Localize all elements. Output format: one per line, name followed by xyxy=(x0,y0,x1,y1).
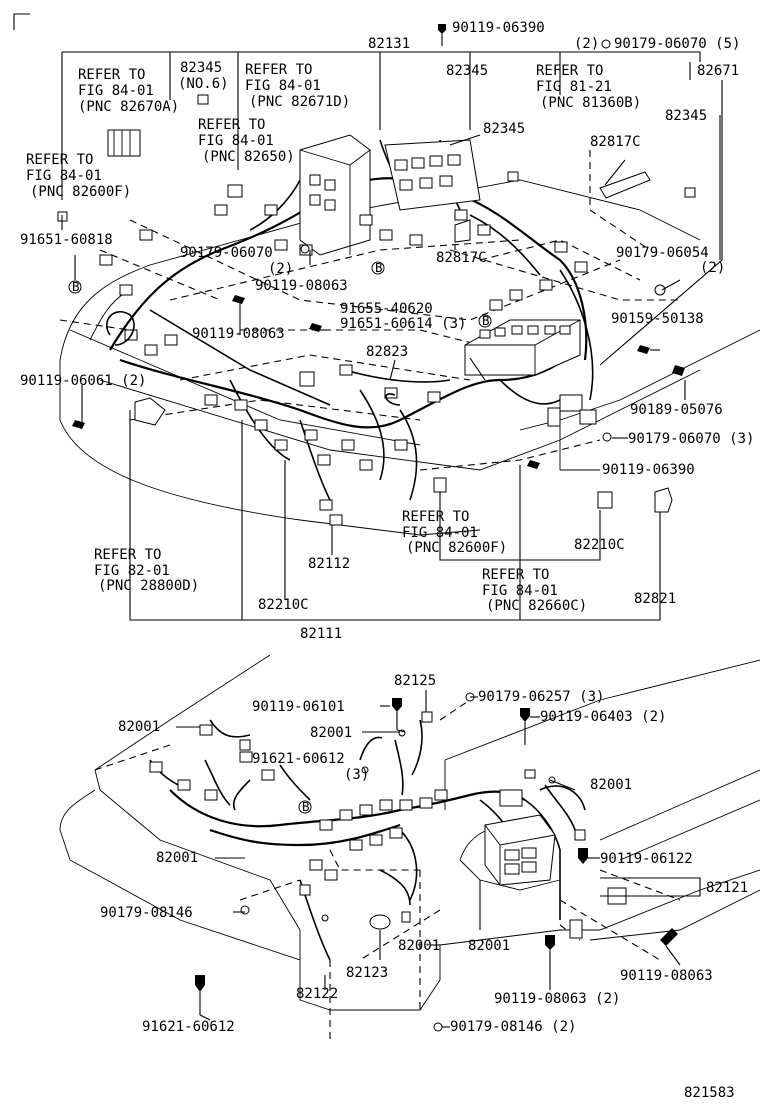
bottom-diagram: B xyxy=(59,654,760,1040)
svg-text:B: B xyxy=(375,260,383,275)
label-82001-e: 82001 xyxy=(398,938,440,954)
refer-81-21-line2: FIG 81-21 xyxy=(536,79,612,95)
label-82210c-a: 82210C xyxy=(574,537,625,553)
label-82817c-b: 82817C xyxy=(436,250,487,266)
label-90179-06257: 90179-06257 (3) xyxy=(478,689,604,705)
top-bracket-line xyxy=(62,51,701,62)
label-82823: 82823 xyxy=(366,344,408,360)
label-qty: (2) xyxy=(574,36,599,52)
refer-650-line2: FIG 84-01 xyxy=(198,133,274,149)
label-90159-50138: 90159-50138 xyxy=(611,311,704,327)
label-91621-60612-b: 91621-60612 xyxy=(142,1019,235,1035)
label-90179-06070-3: 90179-06070 (3) xyxy=(628,431,754,447)
label-82345-a: 82345 xyxy=(180,60,222,76)
refer-600f-line2: FIG 84-01 xyxy=(26,168,102,184)
refer-81-21-line1: REFER TO xyxy=(536,63,603,79)
label-82001-a: 82001 xyxy=(118,719,160,735)
label-82001-c: 82001 xyxy=(590,777,632,793)
refer-600f-line3: (PNC 82600F) xyxy=(30,184,131,200)
top-diagram-labels: 82131 90119-06390 (2) 90179-06070 (5) 82… xyxy=(20,20,754,642)
svg-text:B: B xyxy=(482,313,490,328)
refer-600f-b-line2: FIG 84-01 xyxy=(402,525,478,541)
label-91651-60614: 91651-60614 (3) xyxy=(340,316,466,332)
label-82001-d: 82001 xyxy=(156,850,198,866)
figure-number: 821583 xyxy=(684,1085,735,1101)
label-90179-08146-a: 90179-08146 xyxy=(100,905,193,921)
label-90189-05076: 90189-05076 xyxy=(630,402,723,418)
refer-671d-line2: FIG 84-01 xyxy=(245,78,321,94)
label-82125: 82125 xyxy=(394,673,436,689)
svg-text:B: B xyxy=(72,279,80,294)
label-90179-06054-qty: (2) xyxy=(700,260,725,276)
label-90179-06070-2: 90179-06070 xyxy=(180,245,273,261)
top-diagram: B B B xyxy=(20,20,760,642)
label-90179-06070-5: 90179-06070 (5) xyxy=(614,36,740,52)
label-82112: 82112 xyxy=(308,556,350,572)
label-90119-06390-mid: 90119-06390 xyxy=(602,462,695,478)
bottom-diagram-labels: 82125 90119-06101 90179-06257 (3) 82001 … xyxy=(100,673,748,1035)
label-82122: 82122 xyxy=(296,986,338,1002)
label-82345-a-sub: (NO.6) xyxy=(178,76,229,92)
label-90179-06070-2-qty: (2) xyxy=(268,261,293,277)
label-90119-08063-d: 90119-08063 (2) xyxy=(494,991,620,1007)
refer-671d-line1: REFER TO xyxy=(245,62,312,78)
label-91651-60818: 91651-60818 xyxy=(20,232,113,248)
label-82345-b: 82345 xyxy=(446,63,488,79)
refer-670a-line1: REFER TO xyxy=(78,67,145,83)
refer-82-01-line2: FIG 82-01 xyxy=(94,563,170,579)
corner-mark xyxy=(13,13,30,30)
label-90119-08063-a: 90119-08063 xyxy=(255,278,348,294)
label-91621-60612-a: 91621-60612 xyxy=(252,751,345,767)
refer-650-line3: (PNC 82650) xyxy=(202,149,295,165)
refer-82-01-line3: (PNC 28800D) xyxy=(98,578,199,594)
label-90119-06403: 90119-06403 (2) xyxy=(540,709,666,725)
label-90119-06061: 90119-06061 (2) xyxy=(20,373,146,389)
label-82131: 82131 xyxy=(368,36,410,52)
label-82817c-a: 82817C xyxy=(590,134,641,150)
refer-600f-b-line1: REFER TO xyxy=(402,509,469,525)
label-82111: 82111 xyxy=(300,626,342,642)
label-91621-60612-a-qty: (3) xyxy=(344,767,369,783)
refer-650-line1: REFER TO xyxy=(198,117,265,133)
refer-660c-line2: FIG 84-01 xyxy=(482,583,558,599)
label-90119-06101: 90119-06101 xyxy=(252,699,345,715)
label-90119-08063-b: 90119-08063 xyxy=(192,326,285,342)
label-82210c-b: 82210C xyxy=(258,597,309,613)
svg-text:B: B xyxy=(302,799,310,814)
refer-600f-line1: REFER TO xyxy=(26,152,93,168)
label-82345-c: 82345 xyxy=(483,121,525,137)
label-90179-06054: 90179-06054 xyxy=(616,245,709,261)
label-82821: 82821 xyxy=(634,591,676,607)
label-90179-08146-b: 90179-08146 (2) xyxy=(450,1019,576,1035)
label-82671: 82671 xyxy=(697,63,739,79)
label-82123: 82123 xyxy=(346,965,388,981)
refer-670a-line3: (PNC 82670A) xyxy=(78,99,179,115)
label-82345-d: 82345 xyxy=(665,108,707,124)
label-90119-06122: 90119-06122 xyxy=(600,851,693,867)
label-90119-08063-c: 90119-08063 xyxy=(620,968,713,984)
refer-600f-b-line3: (PNC 82600F) xyxy=(406,540,507,556)
label-82001-b: 82001 xyxy=(310,725,352,741)
label-91655-40620: 91655-40620 xyxy=(340,301,433,317)
label-82001-f: 82001 xyxy=(468,938,510,954)
refer-670a-line2: FIG 84-01 xyxy=(78,83,154,99)
refer-660c-line1: REFER TO xyxy=(482,567,549,583)
refer-671d-line3: (PNC 82671D) xyxy=(249,94,350,110)
refer-81-21-line3: (PNC 81360B) xyxy=(540,95,641,111)
refer-82-01-line1: REFER TO xyxy=(94,547,161,563)
label-82121: 82121 xyxy=(706,880,748,896)
label-90119-06390-top: 90119-06390 xyxy=(452,20,545,36)
refer-660c-line3: (PNC 82660C) xyxy=(486,598,587,614)
